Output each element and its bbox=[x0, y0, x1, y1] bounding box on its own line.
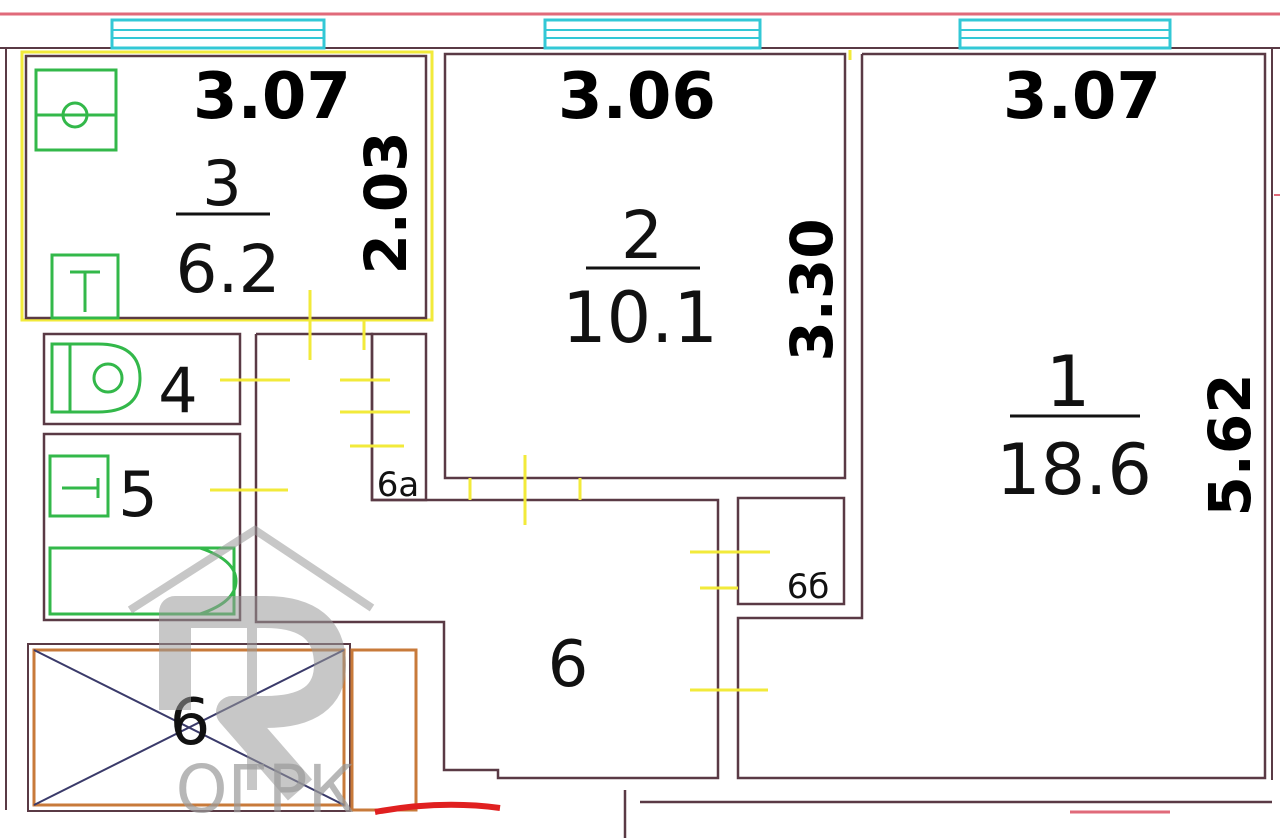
room-6-label: 6 bbox=[548, 628, 589, 702]
room-2-number: 2 bbox=[621, 197, 663, 274]
room-3-walls bbox=[24, 54, 428, 320]
sink-icon bbox=[50, 253, 120, 320]
window-room-2 bbox=[543, 18, 762, 50]
room-2-walls bbox=[443, 52, 847, 480]
washbasin-icon bbox=[48, 454, 110, 518]
room-3-label: 3 6.2 bbox=[176, 147, 281, 308]
room-3-width-label: 3.07 bbox=[193, 60, 351, 134]
door-marks bbox=[210, 50, 852, 692]
windows bbox=[110, 18, 1172, 50]
room-2-length-label: 3.30 bbox=[778, 218, 846, 361]
kitchen-outline bbox=[20, 50, 434, 322]
room-2-label: 2 10.1 bbox=[562, 197, 718, 359]
room-3-number: 3 bbox=[202, 147, 241, 220]
room-1-length-label: 5.62 bbox=[1196, 373, 1264, 516]
room-1-walls bbox=[736, 52, 1267, 780]
room-1-width-label: 3.07 bbox=[1003, 60, 1161, 134]
room-6b-label: 6б bbox=[787, 567, 830, 607]
room-2-area: 10.1 bbox=[562, 277, 718, 359]
room-1-label: 1 18.6 bbox=[996, 341, 1152, 511]
room-1-area: 18.6 bbox=[996, 429, 1152, 511]
red-accent bbox=[374, 801, 501, 815]
room-5-label: 5 bbox=[118, 458, 157, 531]
room-4-label: 4 bbox=[158, 354, 197, 427]
room-3-area: 6.2 bbox=[176, 231, 281, 308]
room-2-width-label: 3.06 bbox=[558, 60, 716, 134]
stove-icon bbox=[34, 68, 118, 152]
house-r-logo-icon bbox=[127, 525, 375, 801]
room-1-number: 1 bbox=[1046, 341, 1091, 423]
window-room-3 bbox=[110, 18, 326, 50]
toilet-icon bbox=[50, 342, 142, 414]
room-3-length-label: 2.03 bbox=[352, 131, 420, 274]
window-room-1 bbox=[958, 18, 1172, 50]
room-5-walls bbox=[42, 432, 242, 622]
room-6a-label: 6а bbox=[377, 465, 419, 505]
watermark-text: ОГРК bbox=[176, 751, 355, 828]
